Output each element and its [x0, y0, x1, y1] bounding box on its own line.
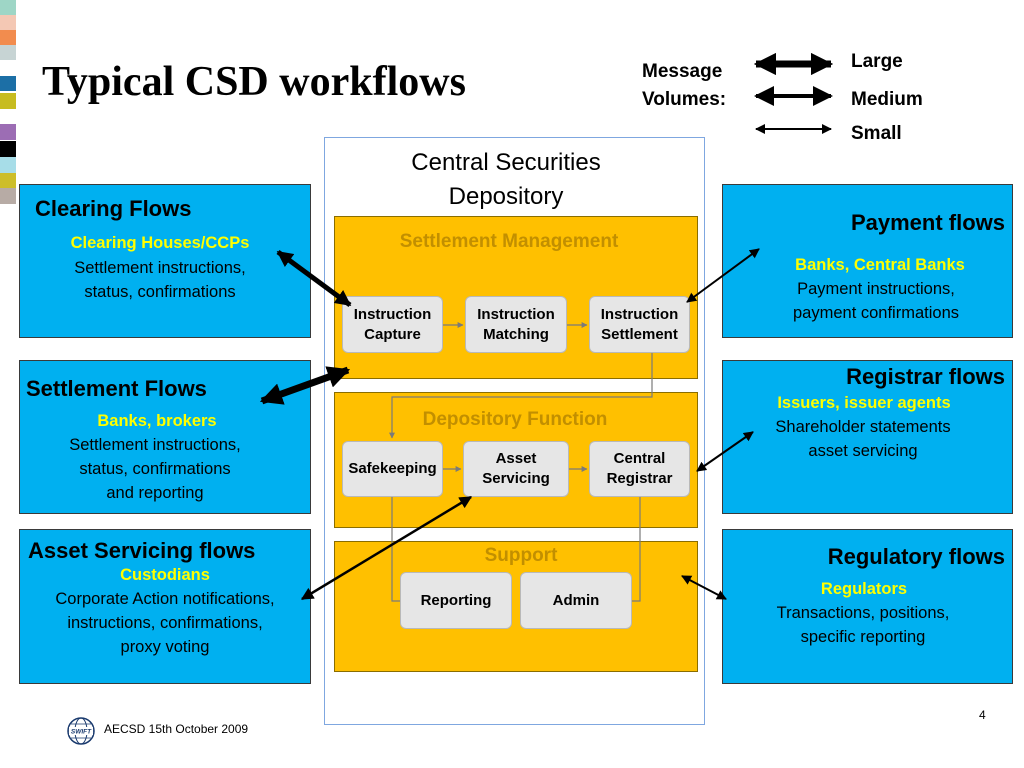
- node-instruction-settlement: Instruction Settlement: [589, 296, 690, 353]
- body-line: Settlement instructions,: [74, 259, 246, 277]
- section-title-support: Support: [484, 545, 558, 566]
- panel-title-settlement: Settlement Flows: [26, 376, 207, 401]
- node-admin: Admin: [520, 572, 632, 629]
- body-line: Shareholder statements: [775, 418, 951, 436]
- csd-title-line-1: Central Securities: [411, 149, 601, 176]
- logo-text: SWIFT: [71, 729, 92, 736]
- panel-title-clearing: Clearing Flows: [35, 196, 192, 221]
- body-line: status, confirmations: [79, 460, 231, 478]
- swift-logo-icon: SWIFT: [67, 717, 95, 745]
- node-central-registrar: Central Registrar: [589, 441, 690, 497]
- section-title-depository-function: Depository Function: [422, 409, 608, 430]
- body-line: Transactions, positions,: [776, 604, 950, 622]
- node-safekeeping: Safekeeping: [342, 441, 443, 497]
- panel-payment-flows: [722, 184, 1013, 338]
- panel-body-clearing: Settlement instructions, status, confirm…: [30, 256, 290, 304]
- body-line: Payment instructions,: [797, 280, 955, 298]
- panel-title-regulatory: Regulatory flows: [827, 544, 1005, 569]
- arrow-payment-flow: [686, 248, 760, 303]
- section-title-settlement-management: Settlement Management: [399, 231, 619, 252]
- panel-title-asset-servicing: Asset Servicing flows: [28, 538, 256, 563]
- node-line: Capture: [364, 325, 421, 343]
- body-line: proxy voting: [120, 638, 210, 656]
- body-line: instructions, confirmations,: [67, 614, 263, 632]
- csd-title: Central Securities Depository: [324, 146, 688, 214]
- page-title: Typical CSD workflows: [42, 59, 466, 105]
- connector-registrar-admin: [632, 497, 641, 602]
- panel-body-settlement: Settlement instructions, status, confirm…: [25, 433, 285, 505]
- panel-highlight-regulatory: Regulators: [820, 580, 908, 598]
- panel-highlight-clearing: Clearing Houses/CCPs: [70, 234, 250, 252]
- node-line: Instruction: [477, 305, 555, 323]
- legend-item-medium: Medium: [851, 89, 923, 110]
- node-line: Central: [613, 450, 666, 467]
- connector-settlement-safekeeping: [389, 353, 653, 439]
- node-line: Asset: [495, 450, 537, 467]
- node-line: Settlement: [601, 325, 678, 343]
- panel-title-registrar: Registrar flows: [846, 364, 1005, 389]
- panel-body-registrar: Shareholder statements asset servicing: [730, 415, 996, 463]
- node-line: Instruction: [600, 305, 679, 323]
- panel-body-regulatory: Transactions, positions, specific report…: [728, 601, 998, 649]
- arrow-settlement-flow: [259, 366, 351, 405]
- panel-body-payment: Payment instructions, payment confirmati…: [743, 277, 1009, 325]
- body-line: and reporting: [106, 484, 204, 502]
- body-line: payment confirmations: [793, 304, 959, 322]
- node-line: Servicing: [482, 470, 550, 487]
- body-line: specific reporting: [800, 628, 926, 646]
- panel-body-asset-servicing: Corporate Action notifications, instruct…: [35, 587, 295, 659]
- body-line: asset servicing: [808, 442, 918, 460]
- legend-label-line-1: Message: [642, 61, 723, 82]
- footer-text: AECSD 15th October 2009: [104, 722, 249, 736]
- arrow-regulatory-flow: [681, 575, 727, 600]
- node-instruction-matching: Instruction Matching: [465, 296, 567, 353]
- node-line: Matching: [483, 325, 549, 343]
- csd-title-line-2: Depository: [448, 183, 564, 210]
- node-line: Safekeeping: [348, 460, 437, 477]
- panel-highlight-registrar: Issuers, issuer agents: [777, 394, 951, 412]
- node-line: Registrar: [606, 470, 673, 487]
- node-line: Admin: [552, 591, 600, 609]
- page-number: 4: [979, 708, 986, 722]
- arrow-registrar-flow: [696, 431, 754, 472]
- panel-regulatory-flows: [722, 529, 1013, 684]
- body-line: status, confirmations: [84, 283, 236, 301]
- panel-clearing-flows: [19, 184, 311, 338]
- legend-item-large: Large: [851, 51, 903, 72]
- panel-title-payment: Payment flows: [850, 210, 1005, 235]
- body-line: Corporate Action notifications,: [55, 590, 275, 608]
- panel-asset-servicing-flows: [19, 529, 311, 684]
- node-asset-servicing: Asset Servicing: [463, 441, 569, 497]
- panel-highlight-settlement: Banks, brokers: [97, 412, 217, 430]
- arrow-asset-servicing-flow: [300, 495, 473, 601]
- panel-highlight-asset-servicing: Custodians: [120, 566, 210, 584]
- legend-item-small: Small: [851, 123, 902, 144]
- panel-registrar-flows: [722, 360, 1013, 514]
- node-line: Instruction: [353, 305, 432, 323]
- node-instruction-capture: Instruction Capture: [342, 296, 443, 353]
- connector-safekeeping-reporting: [391, 497, 400, 602]
- legend-label-line-2: Volumes:: [642, 89, 727, 110]
- arrow-clearing-flow: [276, 249, 352, 308]
- panel-highlight-payment: Banks, Central Banks: [795, 256, 965, 274]
- body-line: Settlement instructions,: [69, 436, 241, 454]
